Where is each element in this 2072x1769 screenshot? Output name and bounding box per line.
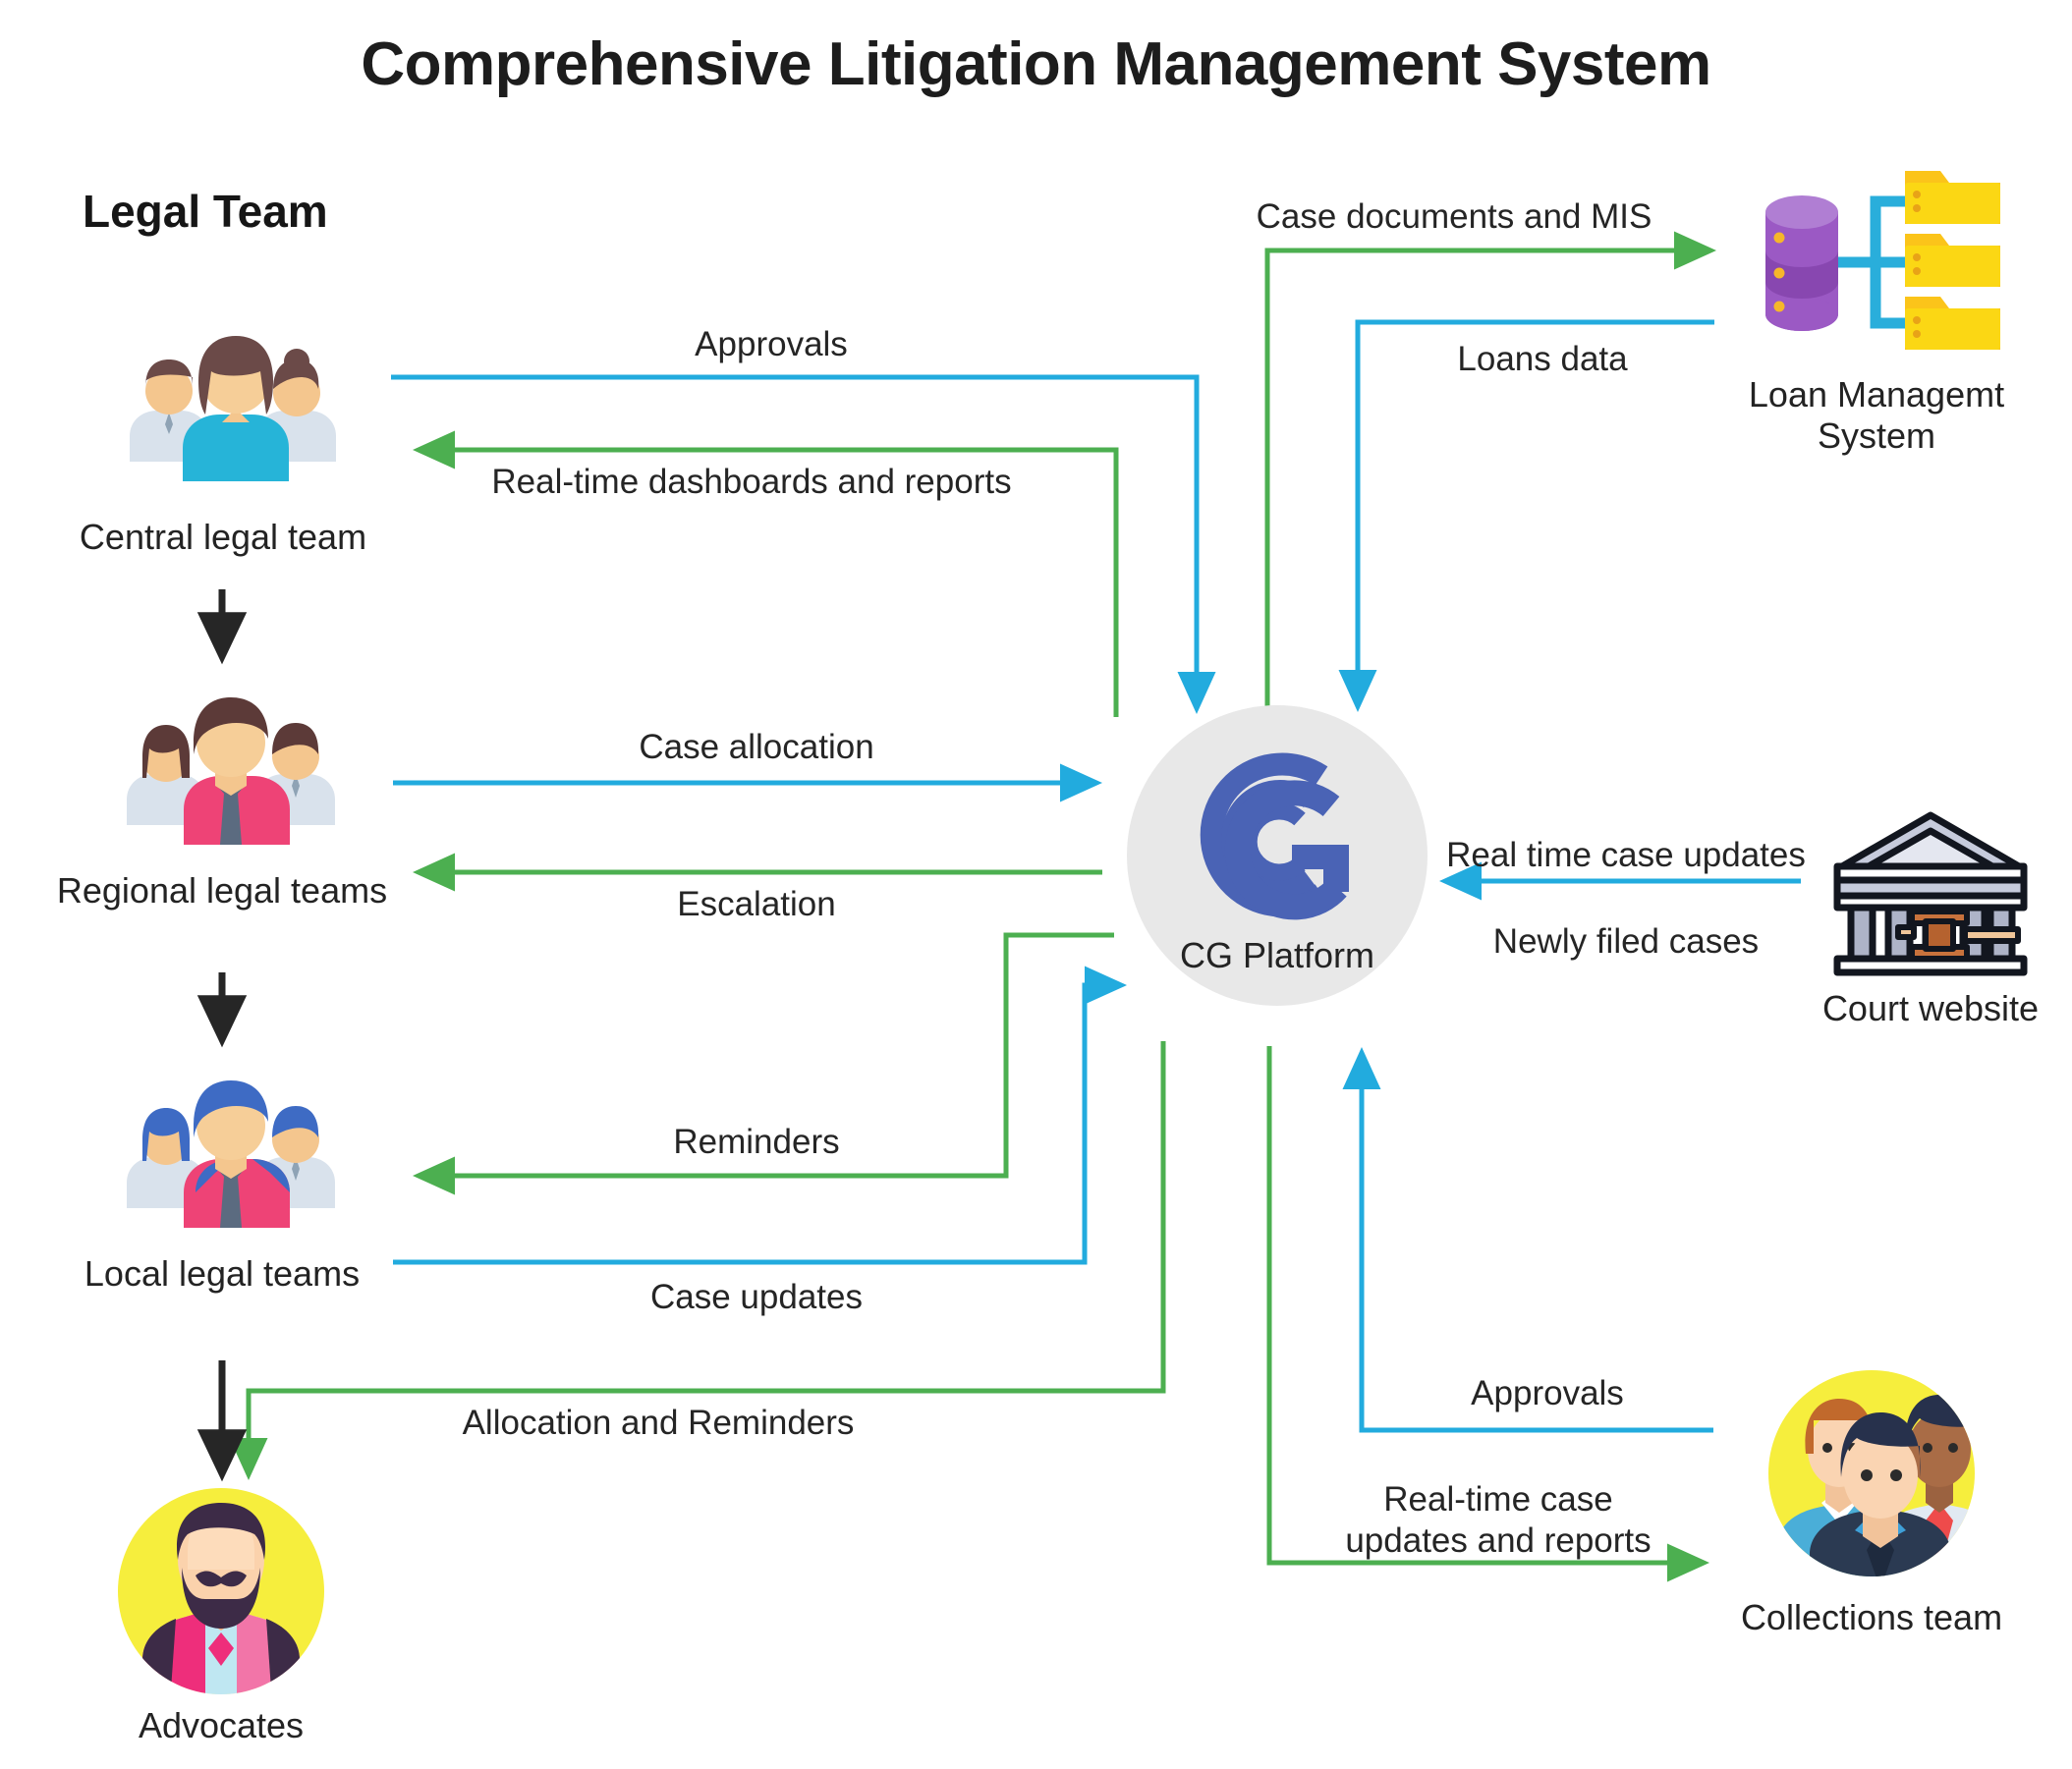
node-court-website[interactable]: Court website [1788,805,2072,1029]
node-label-collections-team: Collections team [1740,1597,2003,1637]
node-label-advocates: Advocates [138,1705,305,1745]
edge-label-case-documents-mis: Case documents and MIS [1256,197,1652,236]
three-people-circle-icon [1768,1370,1975,1576]
edge-label-real-time-case-updates: Real time case updates [1446,836,1806,874]
edge-label-escalation: Escalation [677,885,836,923]
three-people-group-icon [127,697,335,845]
edge-approvals-collections [1342,1046,1713,1433]
courthouse-gavel-icon [1833,811,2028,976]
node-label-regional-legal-teams: Regional legal teams [56,870,388,911]
edge-label-case-updates: Case updates [650,1278,863,1316]
edge-dashboards-reports [412,430,1119,717]
node-label-local-legal-teams: Local legal teams [84,1253,361,1294]
edge-label-reminders: Reminders [673,1123,840,1161]
node-local-legal-teams[interactable]: Local legal teams [65,1061,379,1295]
database-folders-icon [1765,171,2000,350]
page-title: Comprehensive Litigation Management Syst… [361,30,1711,98]
cg-logo-icon [1127,705,1428,1006]
edge-label-case-allocation: Case allocation [639,728,874,766]
three-people-group-icon [130,336,336,481]
bearded-man-avatar-icon [118,1488,324,1694]
edge-label-approvals-collections: Approvals [1471,1374,1624,1412]
legal-team-group-title: Legal Team [83,186,328,237]
node-central-legal-team[interactable]: Central legal team [71,314,375,558]
edge-approvals-central [391,374,1216,715]
edge-label-allocation-and-reminders: Allocation and Reminders [462,1404,855,1442]
node-regional-legal-teams[interactable]: Regional legal teams [55,678,389,912]
node-cg-platform[interactable]: CG Platform [1127,705,1428,1006]
three-people-group-icon [127,1080,335,1228]
edge-case-updates [393,966,1128,1265]
edge-label-real-time-case-updates-reports: Real-time case updates and reports [1345,1480,1652,1560]
edge-loans-data [1338,319,1714,713]
node-label-central-legal-team: Central legal team [79,517,367,557]
edge-label-loans-data: Loans data [1457,340,1628,378]
edge-real-time-case-updates-reports [1266,1046,1710,1582]
edge-reminders [412,932,1114,1195]
edge-case-documents-mis [1264,231,1717,717]
node-advocates[interactable]: Advocates [98,1483,344,1746]
edge-allocation-and-reminders [229,1041,1166,1481]
node-collections-team[interactable]: Collections team [1709,1365,2034,1638]
node-label-cg-platform: CG Platform [1179,935,1375,975]
node-loan-management-system[interactable]: Loan Managemt System [1714,157,2039,458]
edge-label-dashboards-reports: Real-time dashboards and reports [491,463,1012,501]
edge-label-newly-filed-cases: Newly filed cases [1492,922,1760,961]
node-label-court-website: Court website [1821,988,2040,1028]
edge-label-approvals-central: Approvals [695,325,848,363]
node-label-loan-management-system: Loan Managemt System [1748,374,2005,457]
